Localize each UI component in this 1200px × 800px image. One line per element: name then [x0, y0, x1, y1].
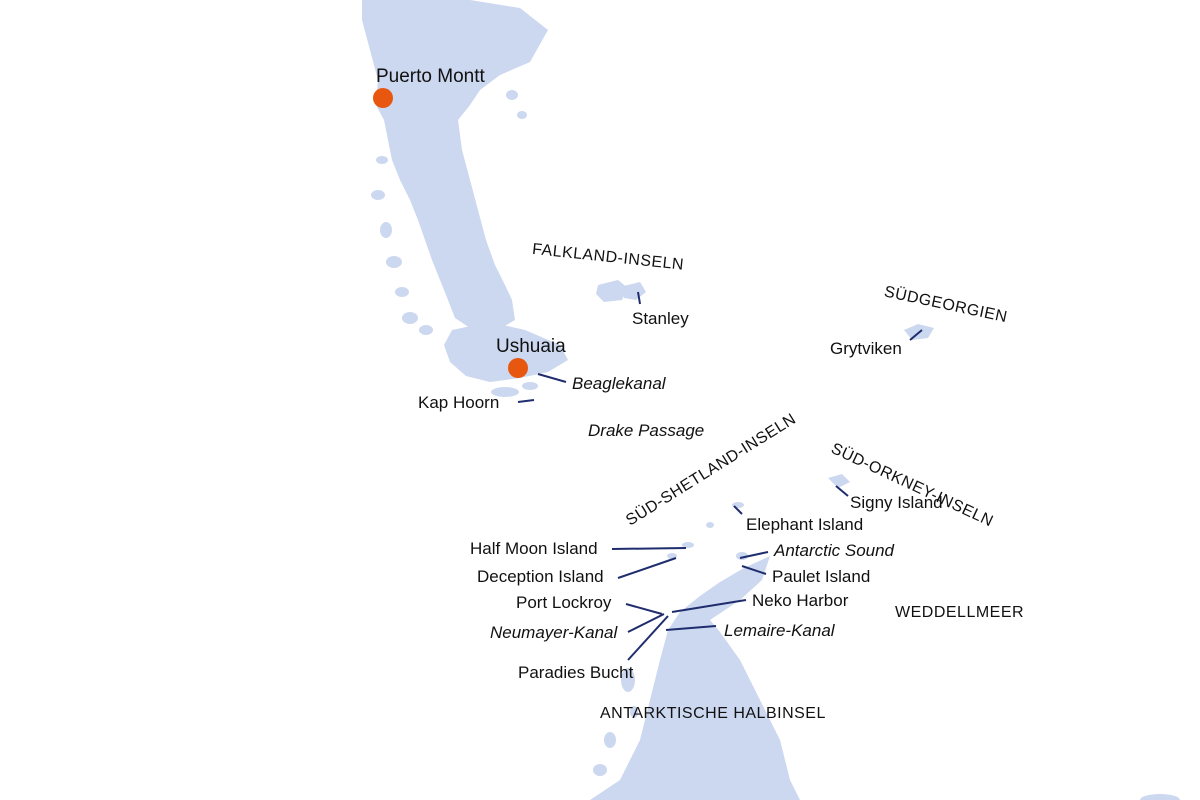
antarctic-peninsula-landmass [590, 556, 1180, 800]
place-label-kap-hoorn: Kap Hoorn [418, 393, 499, 412]
region-label-suedgeorgien: SÜDGEORGIEN [883, 282, 1010, 326]
place-label-elephant-island: Elephant Island [746, 515, 863, 534]
place-label-paradies-bucht: Paradies Bucht [518, 663, 634, 682]
region-label-weddellmeer: WEDDELLMEER [895, 604, 1024, 621]
puerto-montt-marker [373, 88, 393, 108]
water-label-drake-passage: Drake Passage [588, 421, 704, 440]
water-label-antarctic-sound: Antarctic Sound [773, 541, 895, 560]
place-label-stanley: Stanley [632, 309, 689, 328]
ushuaia-marker [508, 358, 528, 378]
falkland-islands-landmass [596, 280, 646, 302]
place-label-paulet-island: Paulet Island [772, 567, 870, 586]
place-label-half-moon-island: Half Moon Island [470, 539, 598, 558]
region-label-antarktische-halbinsel: ANTARKTISCHE HALBINSEL [600, 705, 826, 722]
leader-lines [517, 291, 923, 661]
place-label-neko-harbor: Neko Harbor [752, 591, 849, 610]
south-america-landmass [362, 0, 568, 397]
city-label-puerto-montt: Puerto Montt [376, 66, 485, 87]
south-shetland-landmass [667, 502, 748, 560]
water-label-neumayer-kanal: Neumayer-Kanal [490, 623, 618, 642]
place-label-deception-island: Deception Island [477, 567, 604, 586]
water-label-lemaire-kanal: Lemaire-Kanal [724, 621, 836, 640]
place-label-grytviken: Grytviken [830, 339, 902, 358]
south-orkney-landmass [828, 474, 850, 488]
region-label-falkland: FALKLAND-INSELN [531, 241, 684, 274]
city-label-ushuaia: Ushuaia [496, 336, 566, 357]
water-label-beaglekanal: Beaglekanal [572, 374, 667, 393]
place-label-signy-island: Signy Island [850, 493, 943, 512]
place-label-port-lockroy: Port Lockroy [516, 593, 612, 612]
